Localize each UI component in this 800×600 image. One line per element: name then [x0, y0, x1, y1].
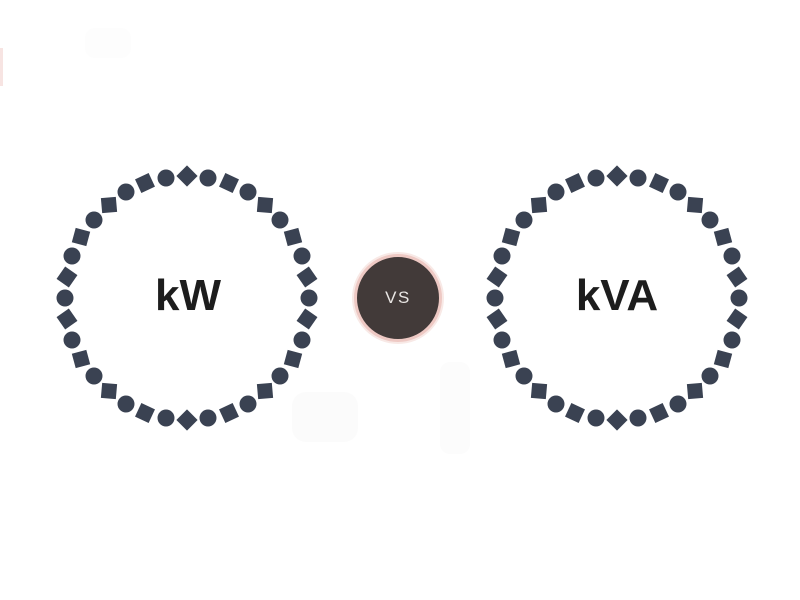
ring-dot-shape	[239, 183, 257, 201]
ring-dot-shape	[85, 211, 103, 229]
ring-square-shape	[565, 402, 586, 423]
ring-dot-shape	[547, 183, 565, 201]
kw-label: kW	[155, 271, 221, 320]
faint-smudge-artifact	[292, 392, 358, 442]
ring-dot-shape	[486, 289, 504, 307]
ring-dot-shape	[515, 367, 533, 385]
ring-square-shape	[530, 383, 547, 400]
ring-dot-shape	[587, 409, 605, 427]
ring-square-shape	[687, 383, 704, 400]
ring-dot-shape	[493, 247, 511, 265]
ring-dot-shape	[723, 331, 741, 349]
ring-square-shape	[176, 165, 198, 187]
ring-dot-shape	[117, 183, 135, 201]
ring-dot-shape	[157, 169, 175, 187]
ring-dot-shape	[547, 395, 565, 413]
ring-square-shape	[257, 196, 274, 213]
ring-dot-shape	[300, 289, 318, 307]
ring-square-shape	[135, 173, 156, 194]
ring-dot-shape	[271, 367, 289, 385]
ring-dot-shape	[493, 331, 511, 349]
ring-square-shape	[687, 196, 704, 213]
ring-dot-shape	[587, 169, 605, 187]
ring-dot-shape	[157, 409, 175, 427]
ring-square-shape	[296, 266, 318, 288]
ring-square-shape	[726, 308, 748, 330]
ring-square-shape	[100, 383, 117, 400]
ring-dot-shape	[85, 367, 103, 385]
ring-square-shape	[713, 349, 732, 369]
ring-dot-shape	[293, 247, 311, 265]
ring-dot-shape	[199, 409, 217, 427]
ring-square-shape	[713, 227, 732, 247]
ring-square-shape	[100, 196, 117, 213]
ring-square-shape	[502, 349, 521, 369]
ring-square-shape	[606, 165, 628, 187]
ring-square-shape	[648, 173, 669, 194]
ring-square-shape	[56, 266, 78, 288]
ring-square-shape	[176, 409, 198, 431]
ring-square-shape	[486, 266, 508, 288]
ring-square-shape	[565, 173, 586, 194]
ring-dot-shape	[669, 395, 687, 413]
ring-square-shape	[218, 173, 239, 194]
left-edge-pink-artifact	[0, 48, 3, 86]
ring-square-shape	[56, 308, 78, 330]
kva-label: kVA	[575, 271, 659, 320]
ring-square-shape	[648, 402, 669, 423]
faint-smudge-artifact	[85, 28, 131, 58]
ring-dot-shape	[730, 289, 748, 307]
vs-badge: VS	[354, 254, 442, 342]
ring-dot-shape	[701, 211, 719, 229]
ring-square-shape	[606, 409, 628, 431]
ring-dot-shape	[271, 211, 289, 229]
ring-dot-shape	[723, 247, 741, 265]
ring-dot-shape	[293, 331, 311, 349]
ring-square-shape	[502, 227, 521, 247]
ring-square-shape	[296, 308, 318, 330]
ring-square-shape	[530, 196, 547, 213]
ring-dot-shape	[629, 409, 647, 427]
ring-square-shape	[135, 402, 156, 423]
ring-square-shape	[257, 383, 274, 400]
ring-dot-shape	[63, 331, 81, 349]
faint-smudge-artifact	[440, 362, 470, 454]
ring-dot-shape	[669, 183, 687, 201]
ring-dot-shape	[63, 247, 81, 265]
ring-dot-shape	[701, 367, 719, 385]
ring-square-shape	[72, 349, 91, 369]
ring-dot-shape	[117, 395, 135, 413]
ring-square-shape	[218, 402, 239, 423]
vs-label: VS	[385, 288, 411, 307]
ring-square-shape	[726, 266, 748, 288]
ring-dot-shape	[56, 289, 74, 307]
ring-square-shape	[486, 308, 508, 330]
ring-square-shape	[72, 227, 91, 247]
ring-square-shape	[283, 227, 302, 247]
ring-dot-shape	[199, 169, 217, 187]
ring-dot-shape	[239, 395, 257, 413]
ring-square-shape	[283, 349, 302, 369]
ring-dot-shape	[515, 211, 533, 229]
ring-dot-shape	[629, 169, 647, 187]
